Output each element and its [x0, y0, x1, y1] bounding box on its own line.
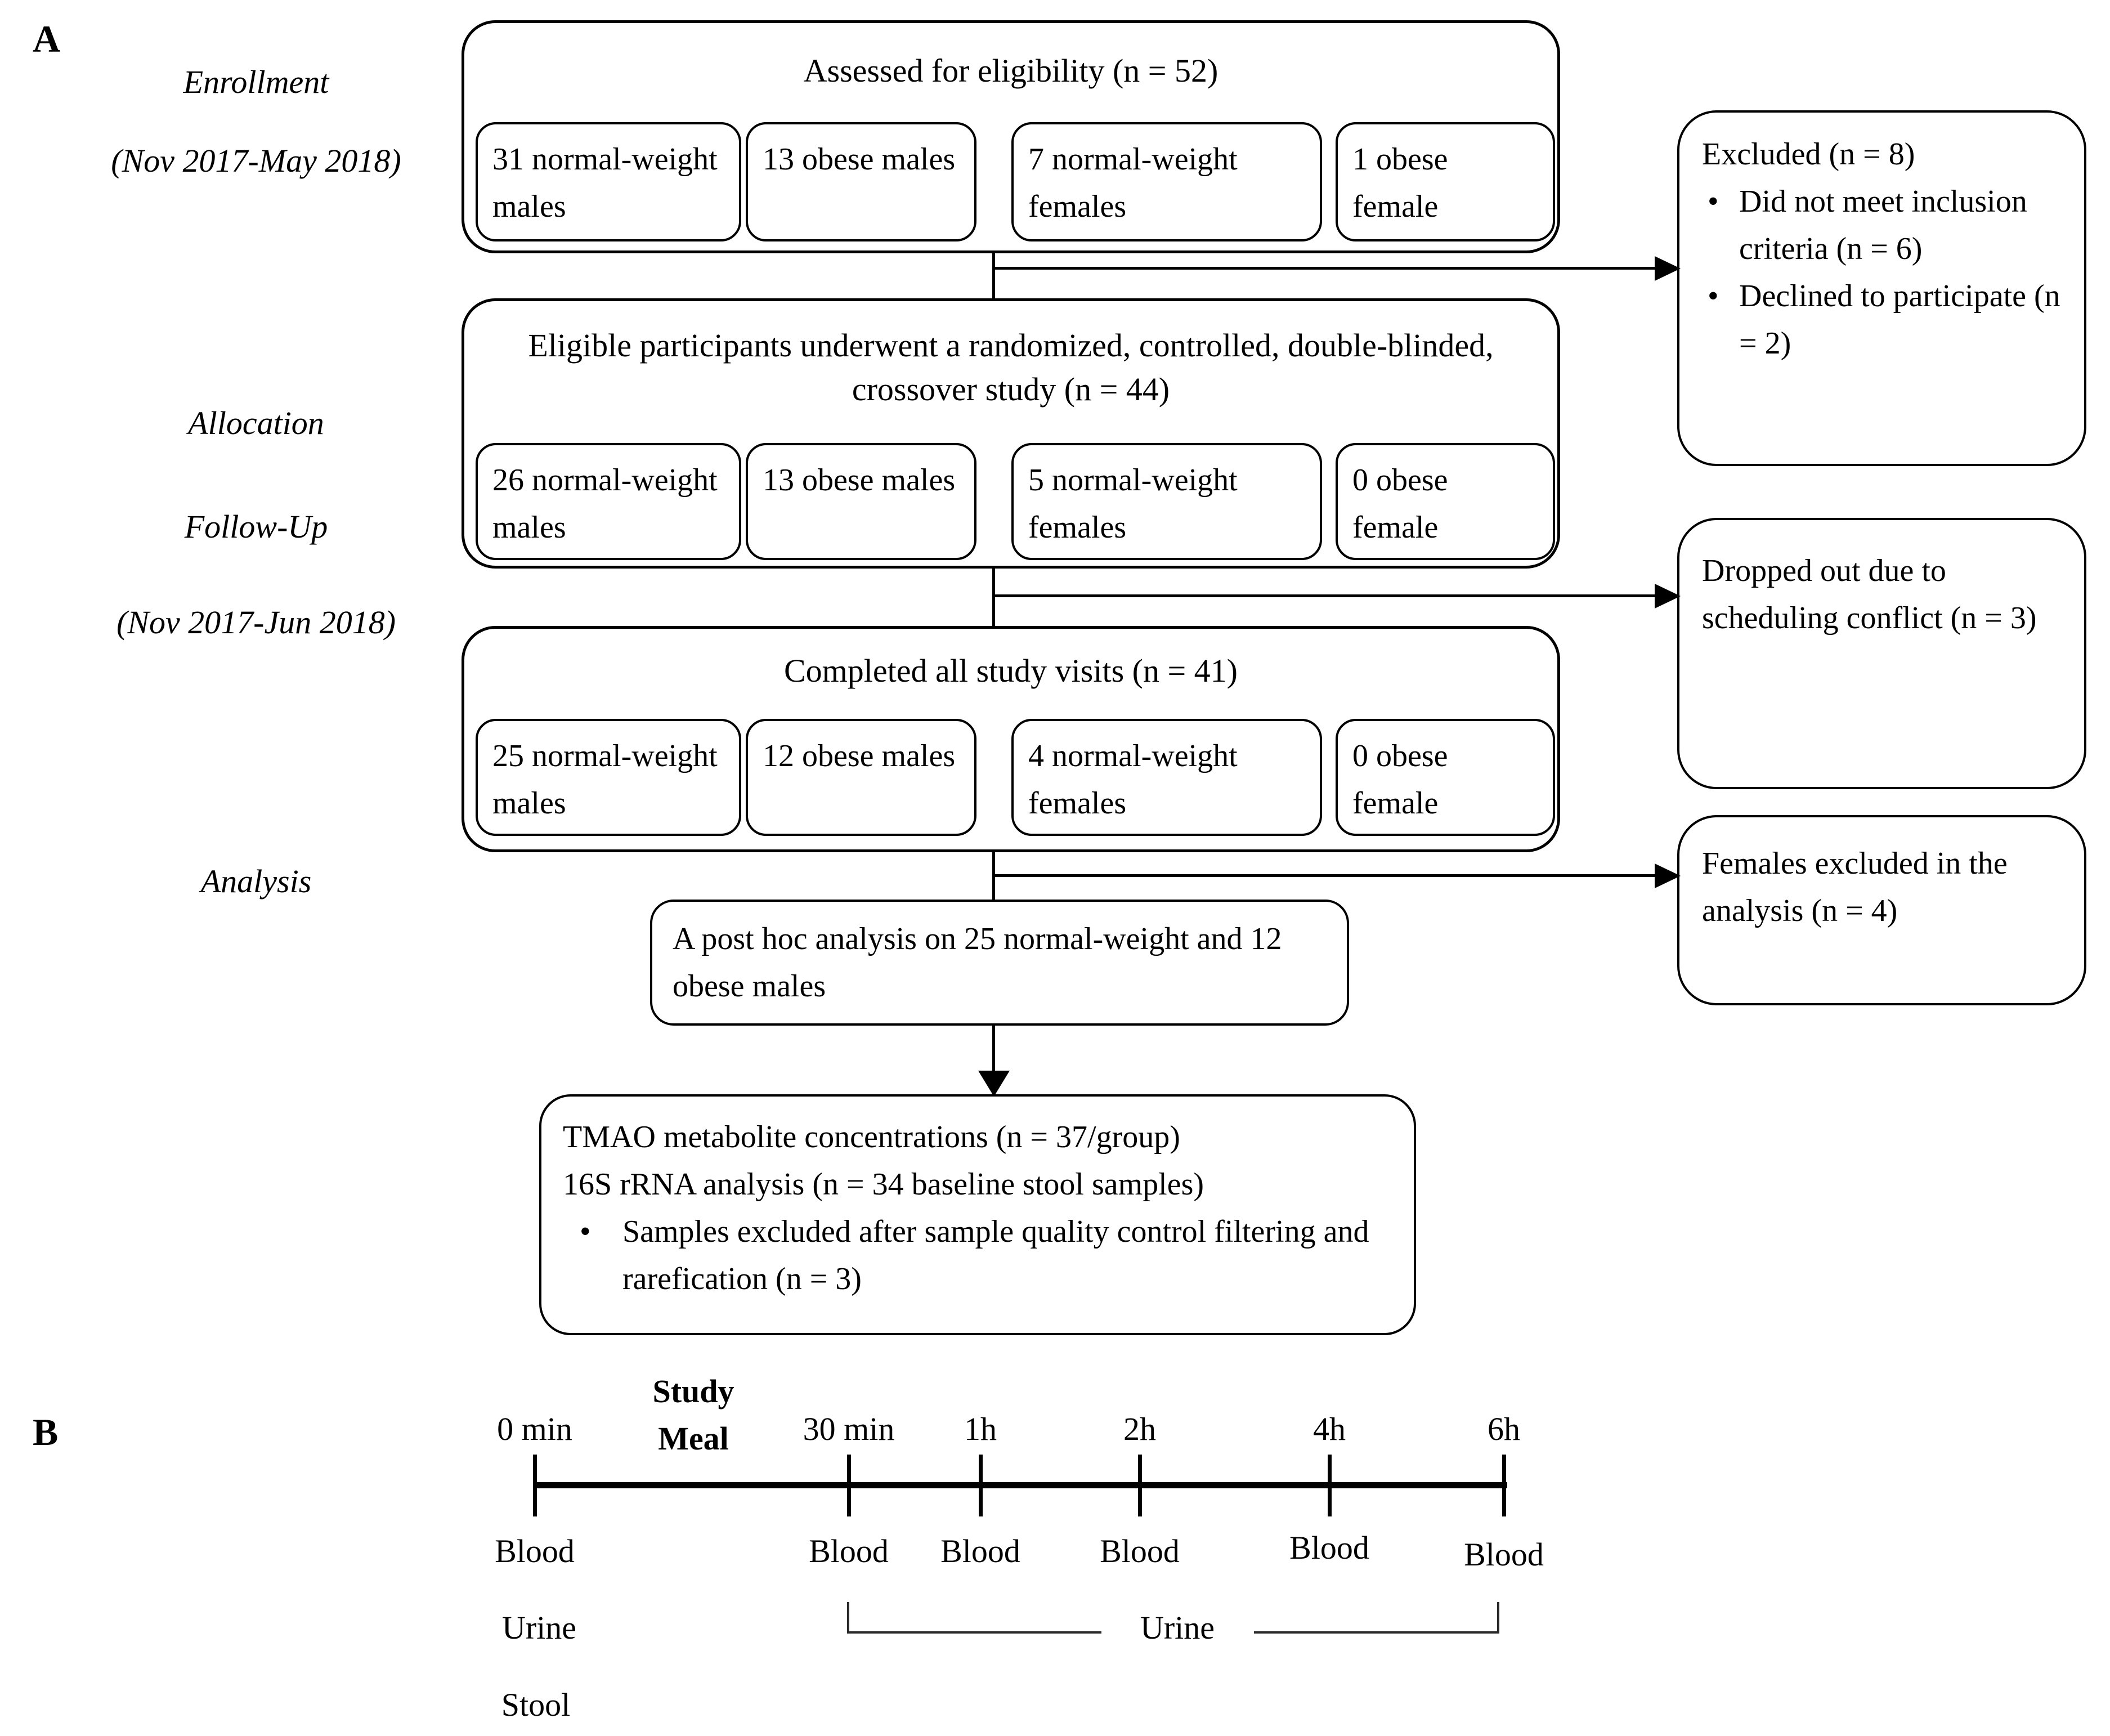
subgroup-box: 7 normal-weight females	[1011, 122, 1322, 241]
right-arrow-icon	[1655, 584, 1681, 609]
outcome-line-1: TMAO metabolite concentrations (n = 37/g…	[563, 1120, 1180, 1155]
blood-label-0min: Blood	[495, 1533, 575, 1569]
subgroup-box: 26 normal-weight males	[476, 443, 741, 560]
urine-bracket-left-stub	[847, 1602, 849, 1634]
blood-label-30min: Blood	[809, 1533, 889, 1569]
stage-label-followup: Follow-Up	[184, 508, 328, 545]
right-arrow-icon	[1655, 256, 1681, 281]
outcome-bullet: • Samples excluded after sample quality …	[563, 1208, 1392, 1303]
stool-label: Stool	[501, 1686, 571, 1723]
flow-box-completed-title: Completed all study visits (n = 41)	[784, 652, 1238, 689]
outcome-line-2: 16S rRNA analysis (n = 34 baseline stool…	[563, 1167, 1204, 1202]
stage-label-enrollment-dates: (Nov 2017-May 2018)	[111, 142, 401, 179]
side-box-females-excluded: Females excluded in the analysis (n = 4)	[1677, 815, 2086, 1005]
study-meal-label-line2: Meal	[658, 1420, 729, 1457]
subgroup-box: 4 normal-weight females	[1011, 719, 1322, 836]
timeline-tick-30min	[847, 1455, 851, 1516]
subgroup-box: 0 obese female	[1336, 719, 1555, 836]
subgroup-box: 12 obese males	[746, 719, 976, 836]
urine-bracket-right-segment	[1254, 1631, 1499, 1634]
timepoint-label-2h: 2h	[1123, 1411, 1156, 1447]
timepoint-label-1h: 1h	[964, 1411, 997, 1447]
urine-bracket-left-segment	[847, 1631, 1101, 1634]
outcome-box: TMAO metabolite concentrations (n = 37/g…	[539, 1094, 1416, 1335]
timepoint-label-30min: 30 min	[803, 1411, 895, 1447]
timeline-tick-0min	[533, 1455, 537, 1516]
timeline-tick-4h	[1328, 1455, 1332, 1516]
subgroup-box: 0 obese female	[1336, 443, 1555, 560]
subgroup-box: 13 obese males	[746, 443, 976, 560]
urine-label-0min: Urine	[501, 1609, 577, 1646]
side-box-excluded: Excluded (n = 8) • Did not meet inclusio…	[1677, 110, 2086, 466]
stage-label-enrollment: Enrollment	[183, 64, 329, 100]
subgroup-box: 31 normal-weight males	[476, 122, 741, 241]
bullet-icon: •	[1708, 184, 1719, 219]
stage-label-allocation: Allocation	[188, 405, 324, 441]
subgroup-box: 1 obese female	[1336, 122, 1555, 241]
excluded-bullet-2: • Declined to participate (n = 2)	[1702, 272, 2062, 367]
subgroup-box: 13 obese males	[746, 122, 976, 241]
excluded-title: Excluded (n = 8)	[1702, 137, 1915, 172]
connector-line-2	[992, 566, 995, 628]
connector-line-1	[992, 251, 995, 301]
branch-arrow-females	[993, 874, 1657, 877]
study-meal-label-line1: Study	[652, 1373, 734, 1410]
flow-box-eligible: Eligible participants underwent a random…	[462, 298, 1560, 569]
down-arrow-icon	[978, 1071, 1010, 1097]
flow-box-completed: Completed all study visits (n = 41) 25 n…	[462, 626, 1560, 852]
urine-label-pooled: Urine	[1140, 1609, 1215, 1646]
blood-label-2h: Blood	[1100, 1533, 1180, 1569]
timeline-tick-6h	[1502, 1455, 1506, 1516]
right-arrow-icon	[1655, 863, 1681, 888]
flow-box-assessed-title: Assessed for eligibility (n = 52)	[803, 52, 1218, 89]
stage-label-analysis: Analysis	[200, 863, 312, 900]
panel-a-label: A	[33, 17, 61, 60]
side-box-dropped-out: Dropped out due to scheduling conflict (…	[1677, 518, 2086, 789]
subgroup-box: 5 normal-weight females	[1011, 443, 1322, 560]
flow-box-eligible-title: Eligible participants underwent a random…	[528, 327, 1494, 408]
panel-b-label: B	[33, 1411, 59, 1453]
timepoint-label-6h: 6h	[1488, 1411, 1520, 1447]
timeline-bar	[533, 1482, 1507, 1488]
bullet-icon: •	[1708, 279, 1719, 314]
urine-bracket-right-stub	[1497, 1602, 1499, 1634]
outcome-bullet-text: Samples excluded after sample quality co…	[622, 1214, 1369, 1296]
blood-label-4h: Blood	[1289, 1529, 1369, 1566]
excluded-bullet-1-text: Did not meet inclusion criteria (n = 6)	[1739, 184, 2027, 266]
timeline-tick-2h	[1138, 1455, 1142, 1516]
branch-arrow-excluded	[993, 267, 1657, 270]
stage-label-followup-dates: (Nov 2017-Jun 2018)	[116, 604, 396, 641]
blood-label-1h: Blood	[940, 1533, 1020, 1569]
timepoint-label-4h: 4h	[1313, 1411, 1346, 1447]
excluded-bullet-1: • Did not meet inclusion criteria (n = 6…	[1702, 178, 2062, 272]
blood-label-6h: Blood	[1464, 1536, 1544, 1573]
subgroup-box: 25 normal-weight males	[476, 719, 741, 836]
timeline-tick-1h	[979, 1455, 983, 1516]
bullet-icon: •	[580, 1214, 591, 1249]
connector-line-4	[992, 1024, 995, 1074]
branch-arrow-dropped	[993, 594, 1657, 597]
excluded-bullet-2-text: Declined to participate (n = 2)	[1739, 279, 2060, 361]
posthoc-analysis-box: A post hoc analysis on 25 normal-weight …	[650, 900, 1349, 1026]
flow-box-assessed: Assessed for eligibility (n = 52) 31 nor…	[462, 20, 1560, 253]
timepoint-label-0min: 0 min	[497, 1411, 572, 1447]
